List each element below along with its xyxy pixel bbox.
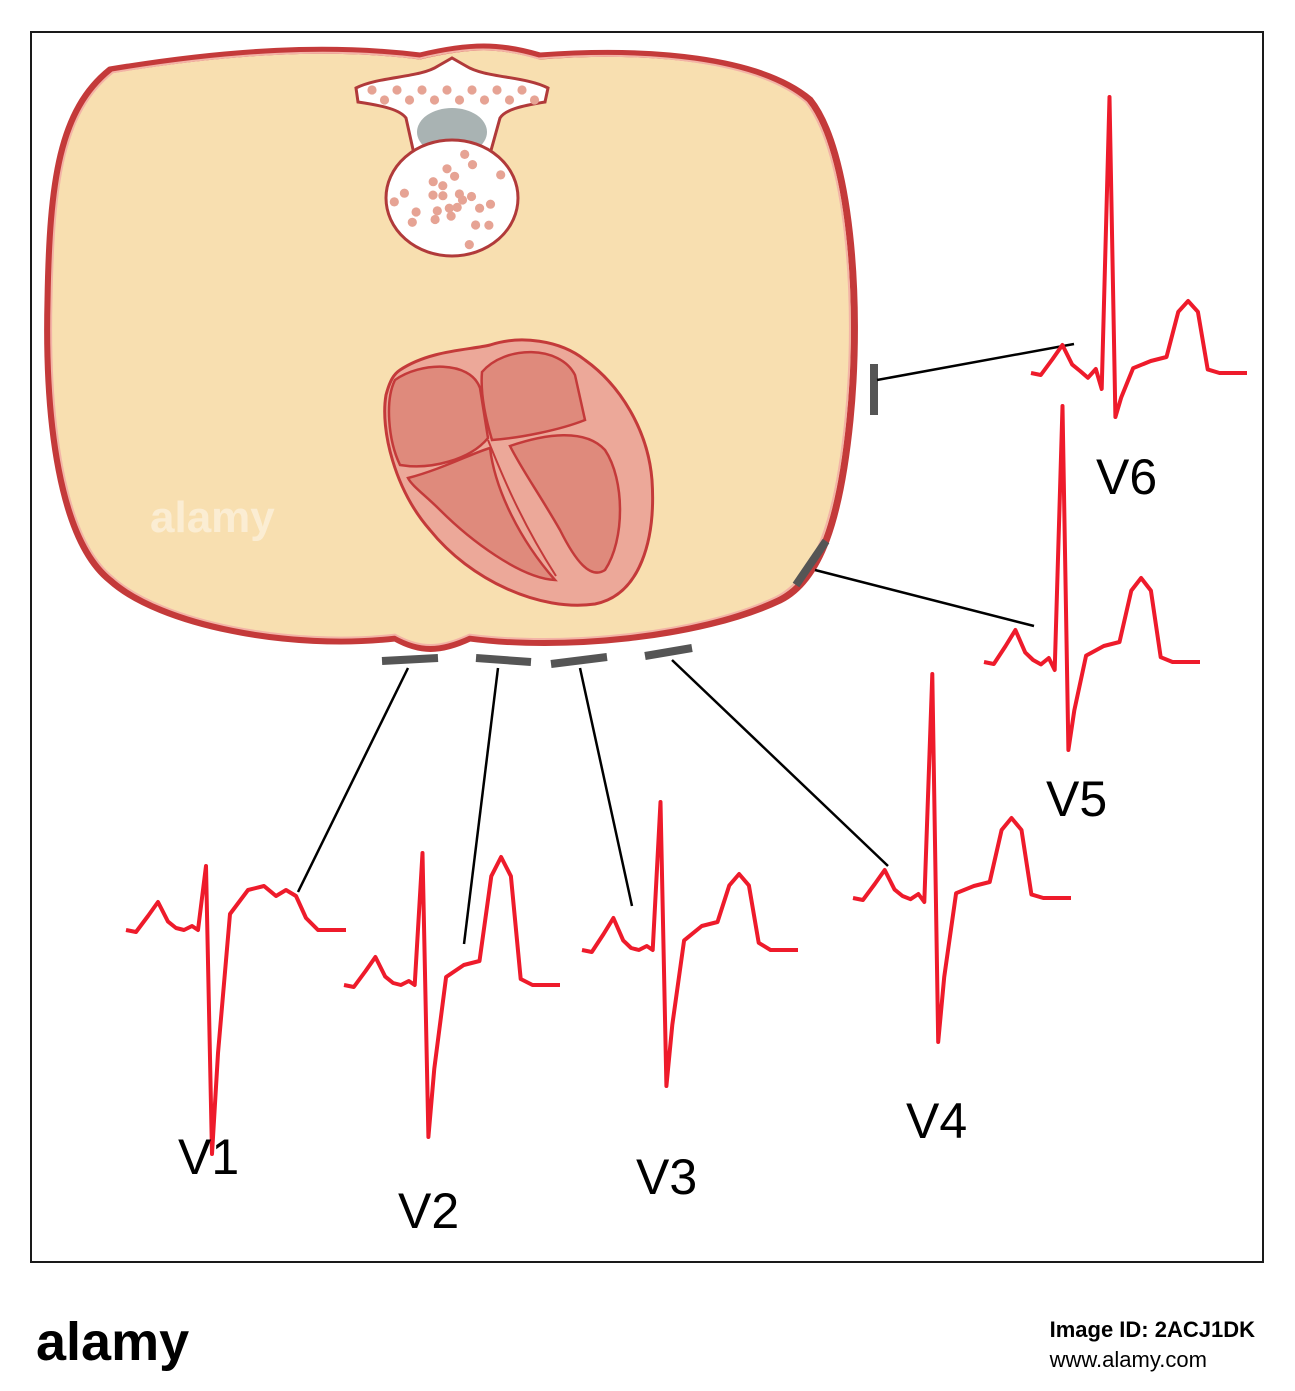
bone-dot: [517, 85, 527, 95]
vertebra: [354, 56, 550, 258]
bone-dot: [450, 171, 460, 181]
bone-dot: [446, 211, 456, 221]
bone-dot: [454, 95, 465, 105]
electrode-v3: [550, 653, 608, 668]
bone-dot: [389, 197, 399, 207]
ecg-trace-v3: [581, 800, 798, 1088]
lead-wire-v4: [671, 659, 889, 867]
bone-dot: [479, 95, 490, 105]
bone-dot: [484, 220, 494, 230]
footer-logo: alamy: [36, 1312, 190, 1372]
ecg-trace-v5: [983, 404, 1200, 752]
bone-dot: [504, 95, 515, 105]
lead-wires: [296, 342, 1075, 945]
ecg-trace-v6: [1030, 95, 1247, 419]
bone-dot: [496, 170, 506, 180]
bone-dot: [442, 164, 452, 174]
bone-dot: [379, 95, 390, 105]
bone-dot: [404, 95, 415, 105]
right-ventricle: [406, 446, 558, 582]
electrodes: [381, 364, 878, 668]
bone-dot: [467, 85, 477, 95]
thorax-cross-section: alamy: [44, 43, 858, 652]
electrode-v5: [792, 538, 830, 588]
lead-wire-v5: [814, 568, 1035, 628]
left-atrium: [480, 350, 587, 442]
vertebral-body: [384, 138, 520, 258]
ecg-trace-v4: [852, 672, 1071, 1044]
lead-wire-v6: [876, 342, 1075, 382]
bone-dot: [464, 240, 474, 250]
footer-image-id: Image ID: 2ACJ1DK: [1049, 1317, 1255, 1342]
lead-labels: V1 V2 V3 V4 V5 V6: [178, 449, 1157, 1239]
bone-dot: [411, 207, 421, 217]
ecg-chest-leads-diagram: alamy V1 V2 V3 V4 V5 V6: [30, 31, 1264, 1263]
lead-wire-v3: [578, 667, 634, 907]
thorax-skin-line: [50, 48, 851, 646]
lead-wire-v2: [462, 667, 500, 945]
ecg-traces: [125, 95, 1247, 1156]
bone-dot: [429, 95, 440, 105]
bone-dot: [399, 188, 409, 198]
bone-dot: [428, 177, 438, 187]
footer-site: www.alamy.com: [1049, 1347, 1207, 1372]
watermark-text: alamy: [150, 493, 275, 542]
bone-dot: [417, 85, 427, 95]
ecg-trace-v1: [125, 864, 346, 1156]
bone-dot: [407, 217, 417, 227]
vertebra-arch: [354, 56, 550, 156]
bone-dot: [430, 214, 440, 225]
lead-wire-v1: [296, 667, 410, 893]
bone-dot: [485, 199, 496, 209]
stock-footer-bar: alamy Image ID: 2ACJ1DK www.alamy.com: [0, 1300, 1295, 1391]
label-v2: V2: [398, 1183, 459, 1239]
septum-line: [487, 439, 557, 577]
bone-dot: [466, 191, 477, 202]
bone-dot: [452, 202, 462, 212]
bone-dot: [492, 85, 502, 95]
bone-dot: [367, 85, 377, 95]
electrode-v4: [644, 644, 693, 660]
label-v4: V4: [906, 1093, 967, 1149]
right-atrium: [387, 365, 490, 468]
electrode-v2: [475, 654, 532, 666]
bone-dot: [460, 149, 470, 159]
bone-dot: [438, 191, 448, 201]
label-v3: V3: [636, 1149, 697, 1205]
left-ventricle: [508, 434, 622, 574]
label-v5: V5: [1046, 771, 1107, 827]
bone-dot: [471, 220, 481, 230]
bone-dot: [454, 189, 464, 199]
heart: [383, 338, 655, 607]
label-v6: V6: [1096, 449, 1157, 505]
bone-dot: [529, 95, 540, 105]
footer-meta: Image ID: 2ACJ1DK www.alamy.com: [1050, 1315, 1255, 1375]
label-v1: V1: [178, 1129, 239, 1185]
electrode-v1: [381, 654, 439, 665]
bone-dot: [467, 160, 478, 170]
bone-dot: [438, 181, 448, 191]
bone-dot: [432, 206, 442, 216]
bone-texture: [367, 85, 540, 250]
bone-dot: [442, 85, 452, 95]
bone-dot: [392, 85, 402, 95]
bone-dot: [444, 203, 454, 213]
bone-dot: [475, 203, 485, 213]
bone-dot: [428, 190, 438, 200]
ecg-trace-v2: [343, 851, 560, 1139]
